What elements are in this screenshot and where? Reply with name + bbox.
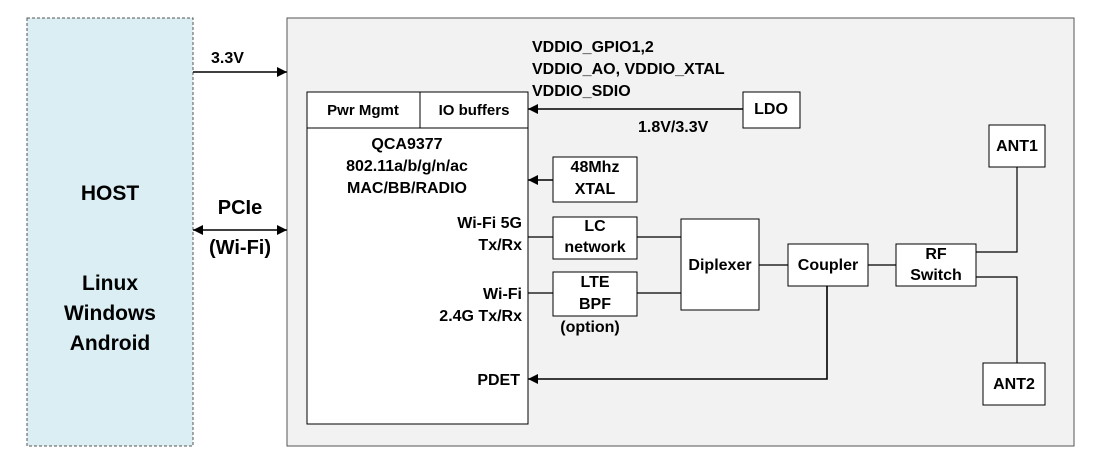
vddio-line-2: VDDIO_AO, VDDIO_XTAL	[532, 61, 725, 78]
rf-switch-label-2: Switch	[910, 267, 962, 284]
host-os-android: Android	[69, 332, 151, 355]
ldo-voltage-label: 1.8V/3.3V	[638, 119, 709, 136]
chip-name: QCA9377	[371, 136, 443, 153]
chip-standards: 802.11a/b/g/n/ac	[346, 158, 468, 175]
lc-network-box	[552, 216, 638, 260]
vddio-line-1: VDDIO_GPIO1,2	[532, 39, 654, 56]
host-box	[26, 17, 194, 447]
ant1-label: ANT1	[996, 138, 1038, 155]
lte-bpf-box	[552, 271, 638, 317]
switch-to-ant1-line	[976, 167, 1018, 253]
pdet-feedback-arrow	[528, 286, 828, 384]
lte-label: LTE	[580, 274, 610, 291]
xtal-box	[552, 156, 638, 203]
host-os-windows: Windows	[64, 302, 156, 325]
diplexer-label: Diplexer	[688, 257, 752, 274]
lte-bpf-option-label: (option)	[560, 319, 620, 336]
power-label: 3.3V	[211, 50, 244, 67]
bpf-label: BPF	[579, 296, 611, 313]
pwr-mgmt-label: Pwr Mgmt	[327, 102, 399, 119]
ldo-box	[742, 91, 801, 129]
pdet-label: PDET	[477, 372, 520, 389]
lc-network-label: network	[564, 239, 626, 256]
ant1-box	[988, 124, 1046, 168]
lc-label: LC	[584, 218, 606, 235]
ant2-box	[982, 362, 1046, 406]
rf-switch-label-1: RF	[925, 246, 947, 263]
ldo-label: LDO	[754, 101, 788, 118]
vddio-line-3: VDDIO_SDIO	[532, 83, 631, 100]
coupler-box	[787, 243, 869, 287]
io-buffers-label: IO buffers	[438, 102, 510, 119]
chip-box	[306, 91, 529, 425]
wifi-5g-label: Wi-Fi 5G	[457, 215, 522, 232]
wifi-24g-txrx-label: 2.4G Tx/Rx	[439, 308, 522, 325]
switch-to-ant2-line	[976, 276, 1018, 363]
xtal-label: XTAL	[574, 181, 616, 198]
wifi-24g-label: Wi-Fi	[483, 286, 522, 303]
pcie-wifi-label: (Wi-Fi)	[208, 237, 272, 259]
host-os-linux: Linux	[82, 272, 138, 295]
host-title: HOST	[80, 182, 140, 205]
ant2-label: ANT2	[993, 376, 1035, 393]
chip-function: MAC/BB/RADIO	[347, 180, 467, 197]
coupler-label: Coupler	[797, 257, 859, 274]
xtal-freq-label: 48Mhz	[570, 159, 620, 176]
wifi-5g-txrx-label: Tx/Rx	[478, 237, 522, 254]
rf-switch-box	[895, 243, 977, 287]
pcie-label: PCIe	[217, 197, 263, 219]
diplexer-box	[680, 218, 760, 311]
